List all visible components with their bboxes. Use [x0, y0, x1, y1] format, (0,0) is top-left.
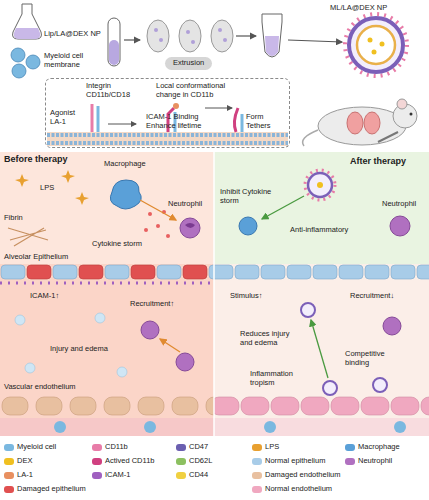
node-text: Agonist LA-1 — [50, 109, 82, 126]
node-text: Fibrin — [4, 214, 23, 223]
legend-text: CD44 — [189, 471, 208, 480]
node-text: Recruitment↑ — [130, 300, 174, 309]
legend-swatch — [176, 472, 186, 479]
node-text: Cytokine storm — [92, 240, 142, 249]
node-text: Anti-inflammatory — [290, 226, 348, 235]
legend-swatch — [176, 444, 186, 451]
node-text: Neutrophil — [168, 200, 202, 209]
legend-text: Damaged endothelium — [265, 471, 340, 480]
node-text: LPS — [40, 184, 54, 193]
legend-text: Myeloid cell — [17, 443, 56, 452]
node-text: Form Tethers — [246, 113, 288, 130]
legend-swatch — [92, 458, 102, 465]
node-text: Extrusion — [173, 59, 204, 68]
legend-swatch — [92, 444, 102, 451]
legend-swatch — [252, 458, 262, 465]
legend-text: Normal epithelium — [265, 457, 325, 466]
node-text: Macrophage — [104, 160, 146, 169]
legend-text: Damaged epithelium — [17, 485, 86, 494]
therapy-panel: After therapyInhibit Cytokine stormAnti-… — [214, 152, 429, 436]
legend-swatch — [92, 472, 102, 479]
legend-swatch — [4, 444, 14, 451]
legend-text: LPS — [265, 443, 279, 452]
process-panel: Integrin CD11b/CD18 Local conformational … — [45, 78, 290, 148]
node-text: Integrin CD11b/CD18 — [86, 82, 136, 99]
node-text: Alveolar Epithelium — [4, 253, 68, 262]
legend-text: CD11b — [105, 443, 128, 452]
legend-text: CD47 — [189, 443, 208, 452]
legend-text: LA-1 — [17, 471, 33, 480]
panel-heading: After therapy — [350, 156, 406, 166]
figure-label: ML/LA@DEX NP — [330, 4, 387, 13]
node-text: Inhibit Cytokine storm — [220, 188, 278, 205]
legend-swatch — [345, 444, 355, 451]
legend-swatch — [252, 444, 262, 451]
node-text: ICAM-1↑ — [30, 292, 59, 301]
legend-swatch — [252, 472, 262, 479]
legend-swatch — [4, 472, 14, 479]
legend-swatch — [4, 486, 14, 493]
legend-swatch — [252, 486, 262, 493]
figure-label: Myeloid cell membrane — [44, 52, 102, 69]
node-text: Neutrophil — [382, 200, 416, 209]
legend-swatch — [4, 458, 14, 465]
legend-swatch — [345, 458, 355, 465]
legend-text: Neutrophil — [358, 457, 392, 466]
node-text: ICAM-1 Binding Enhance lifetime — [146, 113, 208, 130]
node-text: Local conformational change in CD11b — [156, 82, 246, 99]
process-box: Extrusion — [165, 57, 212, 70]
panel-heading: Before therapy — [4, 154, 68, 164]
legend-text: CD62L — [189, 457, 212, 466]
node-text: Recruitment↓ — [350, 292, 394, 301]
legend-text: DEX — [17, 457, 32, 466]
legend-text: Normal endothelium — [265, 485, 332, 494]
node-text: Stimulus↑ — [230, 292, 263, 301]
legend-text: Macrophage — [358, 443, 400, 452]
node-text: Vascular endothelium — [4, 383, 76, 392]
legend-text: ICAM-1 — [105, 471, 130, 480]
figure-label: Lip/LA@DEX NP — [44, 30, 101, 39]
therapy-panel: Before therapyLPS MacrophageFibrin Neutrop… — [0, 152, 214, 436]
node-text: Competitive binding — [345, 350, 395, 367]
node-text: Reduces injury and edema — [240, 330, 300, 347]
node-text: Inflammation tropism — [250, 370, 305, 387]
legend-swatch — [176, 458, 186, 465]
legend-text: Actived CD11b — [105, 457, 154, 466]
node-text: Injury and edema — [50, 345, 108, 354]
